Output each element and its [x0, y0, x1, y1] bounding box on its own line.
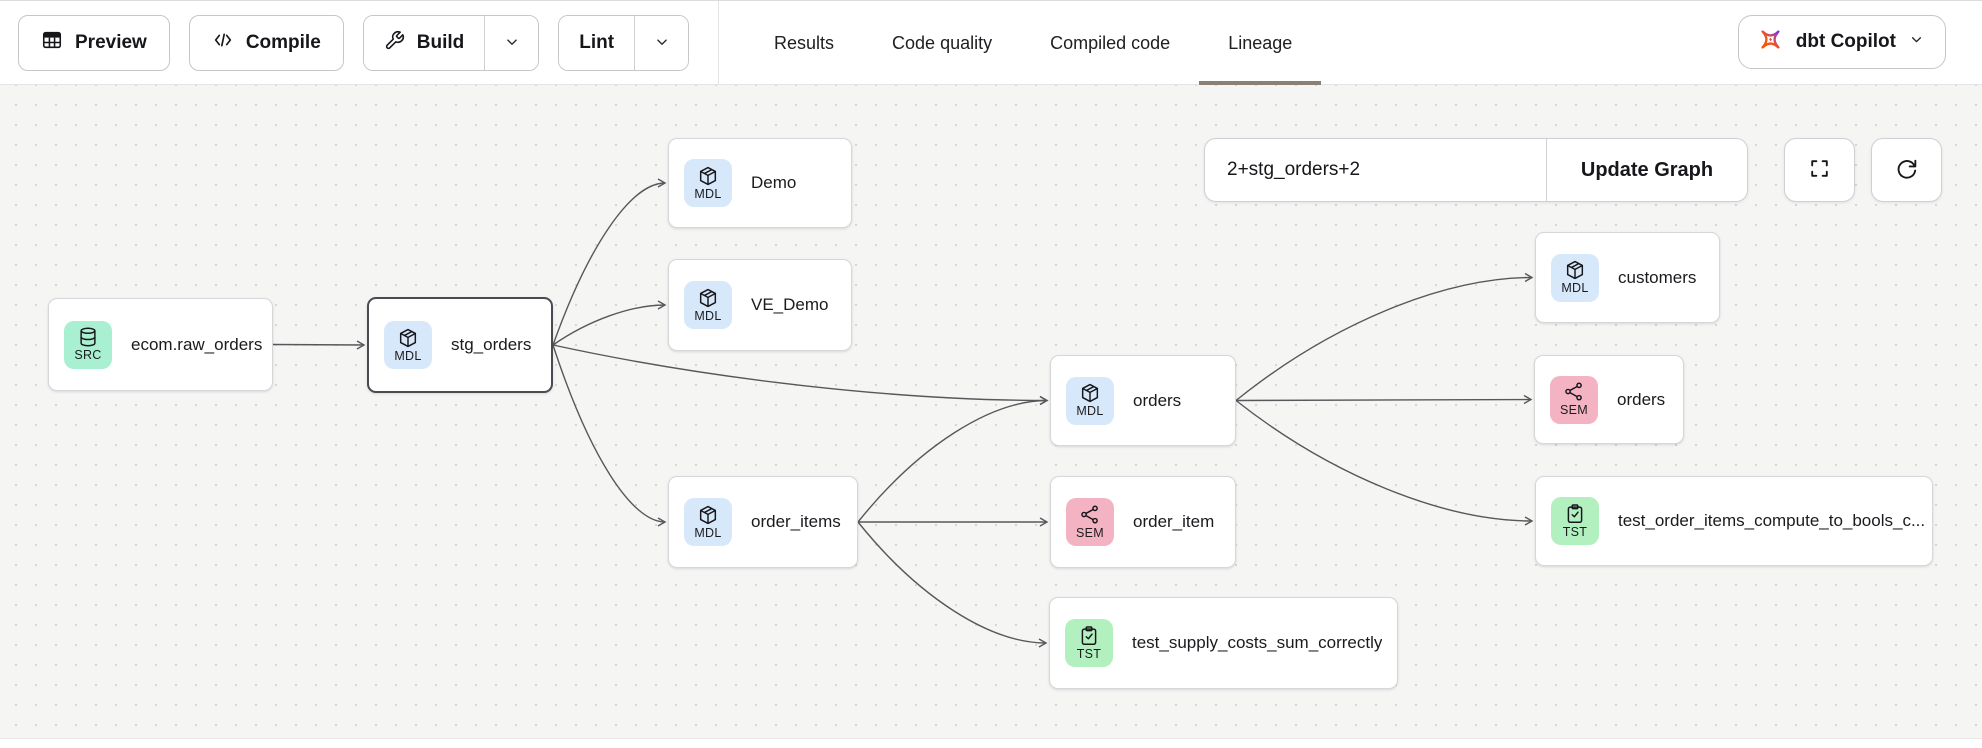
tab-results[interactable]: Results — [774, 32, 835, 53]
preview-button[interactable]: Preview — [18, 15, 170, 71]
dbt-copilot-button[interactable]: dbt Copilot — [1737, 15, 1946, 69]
model-cube-icon: MDL — [684, 159, 732, 207]
lineage-node-customers[interactable]: MDL customers — [1535, 232, 1720, 323]
edge-stg_orders-to-order_items — [552, 344, 667, 527]
node-kind-badge: MDL — [394, 348, 422, 363]
semantic-model-icon: SEM — [1066, 498, 1114, 546]
model-cube-icon: MDL — [384, 321, 432, 369]
update-graph-button[interactable]: Update Graph — [1546, 139, 1747, 201]
node-label: stg_orders — [451, 335, 532, 354]
header-divider — [718, 1, 719, 85]
node-kind-badge: TST — [1076, 646, 1102, 661]
refresh-icon — [1894, 156, 1919, 184]
build-split-button: Build — [362, 15, 540, 71]
chevron-down-icon — [653, 33, 671, 54]
lineage-node-orders_mdl[interactable]: MDL orders — [1050, 355, 1236, 446]
node-label: order_item — [1133, 512, 1215, 531]
lint-button[interactable]: Lint — [559, 16, 635, 70]
wrench-icon — [384, 30, 405, 57]
node-label: VE_Demo — [751, 295, 829, 314]
tab-compiled-code[interactable]: Compiled code — [1050, 32, 1171, 53]
compile-button[interactable]: Compile — [188, 15, 344, 71]
build-label: Build — [416, 32, 465, 53]
node-kind-badge: SEM — [1076, 525, 1104, 540]
test-clipboard-icon: TST — [1065, 619, 1113, 667]
top-header: Preview Compile Build — [0, 1, 1982, 85]
code-icon — [212, 29, 234, 57]
lineage-node-order_items[interactable]: MDL order_items — [668, 476, 858, 568]
edge-stg_orders-to-orders_mdl — [552, 344, 1049, 406]
node-kind-badge: MDL — [694, 525, 722, 540]
build-dropdown-button[interactable] — [484, 16, 539, 70]
lineage-node-ve_demo[interactable]: MDL VE_Demo — [668, 259, 852, 351]
fullscreen-icon — [1807, 156, 1832, 184]
preview-label: Preview — [75, 32, 147, 53]
lineage-node-stg_orders[interactable]: MDL stg_orders — [367, 297, 553, 393]
model-cube-icon: MDL — [1066, 376, 1114, 425]
lineage-node-order_item_sem[interactable]: SEM order_item — [1050, 476, 1236, 568]
node-kind-badge: MDL — [1561, 281, 1589, 296]
node-kind-badge: SEM — [1560, 403, 1588, 418]
lint-split-button: Lint — [558, 15, 690, 71]
chevron-down-icon — [1908, 31, 1925, 54]
edge-raw_orders-to-stg_orders — [272, 340, 366, 350]
edge-stg_orders-to-ve_demo — [552, 300, 667, 346]
node-label: orders — [1617, 389, 1666, 409]
node-label: orders — [1133, 390, 1182, 410]
model-cube-icon: MDL — [1551, 253, 1599, 302]
tab-code-quality[interactable]: Code quality — [892, 32, 993, 53]
source-database-icon: SRC — [64, 320, 112, 369]
node-kind-badge: SRC — [74, 348, 102, 363]
edge-stg_orders-to-demo — [552, 178, 667, 346]
build-button[interactable]: Build — [363, 16, 485, 70]
lint-dropdown-button[interactable] — [634, 16, 689, 70]
lineage-node-test_order_items[interactable]: TST test_order_items_compute_to_bools_c..… — [1535, 476, 1933, 566]
edge-order_items-to-orders_mdl — [857, 395, 1049, 523]
dbt-copilot-icon — [1757, 26, 1784, 59]
node-label: test_order_items_compute_to_bools_c... — [1618, 511, 1926, 530]
node-kind-badge: MDL — [1076, 404, 1104, 419]
semantic-model-icon: SEM — [1550, 375, 1598, 424]
lineage-edges — [272, 178, 1534, 648]
table-icon — [41, 29, 63, 57]
node-kind-badge: TST — [1562, 524, 1588, 539]
compile-label: Compile — [245, 32, 321, 53]
tab-lineage[interactable]: Lineage — [1199, 1, 1322, 85]
lineage-selector: Update Graph — [1204, 138, 1748, 202]
edge-orders_mdl-to-orders_sem — [1235, 394, 1533, 405]
refresh-button[interactable] — [1871, 138, 1942, 202]
edge-orders_mdl-to-test_order_items — [1235, 399, 1534, 526]
tab-bar: Results Code quality Compiled code Lineage — [774, 1, 1322, 85]
lineage-node-raw_orders[interactable]: SRC ecom.raw_orders — [48, 298, 273, 391]
model-cube-icon: MDL — [684, 498, 732, 546]
edge-orders_mdl-to-customers — [1235, 272, 1534, 402]
model-cube-icon: MDL — [684, 281, 732, 329]
toolbar: Preview Compile Build — [18, 15, 690, 71]
node-kind-badge: MDL — [694, 186, 722, 201]
node-label: order_items — [751, 512, 841, 531]
node-kind-badge: MDL — [694, 308, 722, 323]
bottom-strip — [0, 738, 1982, 748]
fullscreen-button[interactable] — [1784, 138, 1855, 202]
node-label: Demo — [751, 173, 797, 192]
node-label: ecom.raw_orders — [131, 334, 263, 354]
edge-order_items-to-test_supply — [857, 521, 1048, 648]
node-label: test_supply_costs_sum_correctly — [1132, 633, 1383, 652]
chevron-down-icon — [503, 33, 521, 54]
lineage-node-demo[interactable]: MDL Demo — [668, 138, 852, 228]
test-clipboard-icon: TST — [1551, 497, 1599, 545]
lint-label: Lint — [579, 32, 615, 53]
lineage-node-orders_sem[interactable]: SEM orders — [1534, 355, 1684, 444]
lineage-selector-input[interactable] — [1205, 139, 1546, 201]
node-label: customers — [1618, 267, 1697, 287]
lineage-node-test_supply[interactable]: TST test_supply_costs_sum_correctly — [1049, 597, 1398, 689]
dbt-copilot-label: dbt Copilot — [1795, 31, 1896, 52]
